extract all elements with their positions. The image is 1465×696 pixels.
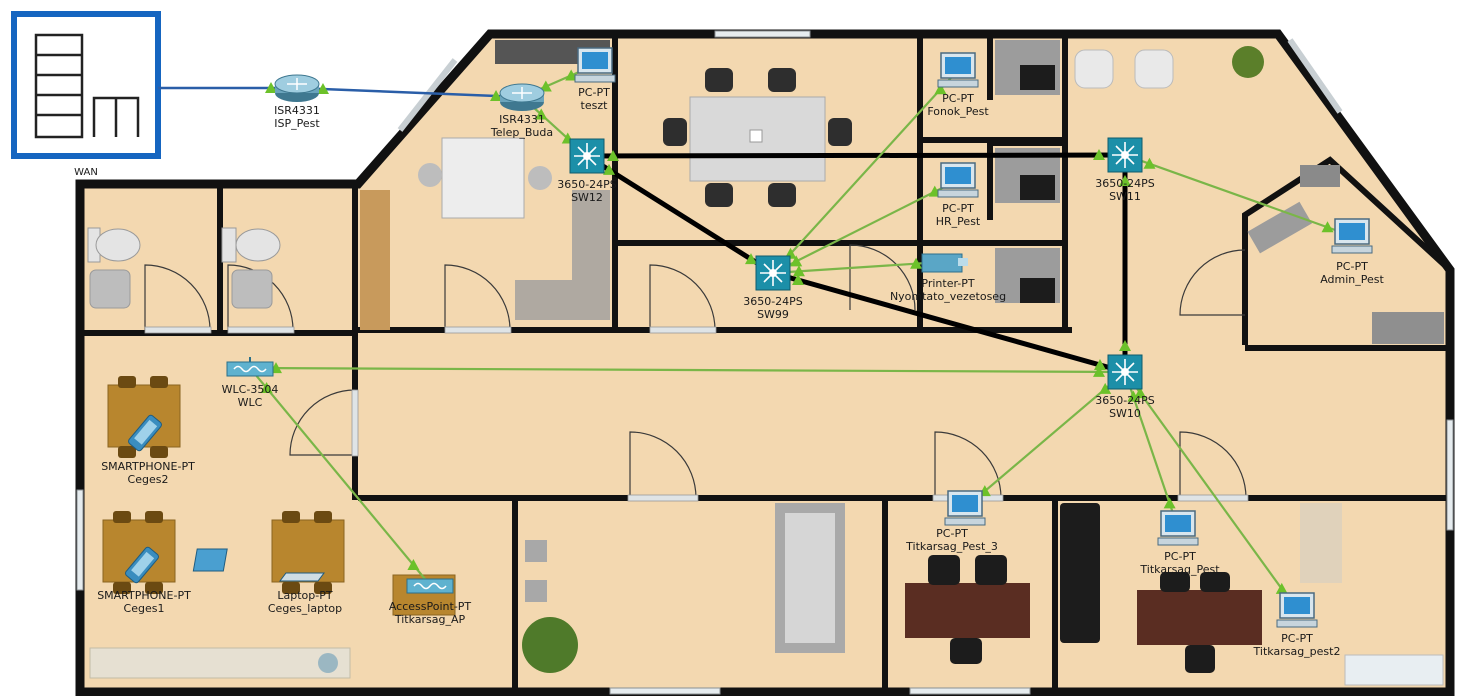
device-model-label: AccessPoint-PT <box>389 600 472 613</box>
device-name-label: SW10 <box>1109 407 1141 420</box>
device-name-label: Titkarsag_Pest <box>1139 563 1220 576</box>
pc-icon <box>945 491 985 525</box>
pc-icon <box>938 53 978 87</box>
wan-label: WAN <box>74 167 98 178</box>
device-isp[interactable]: ISR4331ISP_Pest <box>274 75 320 130</box>
device-name-label: Titkarsag_AP <box>394 613 466 626</box>
link-sw12-sw11[interactable] <box>587 155 1125 156</box>
device-model-label: 3650-24PS <box>1095 177 1155 190</box>
device-model-label: SMARTPHONE-PT <box>101 460 195 473</box>
device-model-label: PC-PT <box>942 92 974 105</box>
pc-icon <box>938 163 978 197</box>
router-icon <box>500 84 544 111</box>
device-name-label: HR_Pest <box>936 215 981 228</box>
device-model-label: Printer-PT <box>921 277 974 290</box>
device-name-label: Titkarsag_Pest_3 <box>905 540 998 553</box>
switch-icon <box>1108 355 1142 389</box>
device-model-label: ISR4331 <box>499 113 545 126</box>
device-model-label: PC-PT <box>936 527 968 540</box>
switch-icon <box>570 139 604 173</box>
pc-icon <box>1332 219 1372 253</box>
device-model-label: 3650-24PS <box>557 178 617 191</box>
device-model-label: 3650-24PS <box>1095 394 1155 407</box>
device-model-label: Laptop-PT <box>277 589 332 602</box>
switch-icon <box>1108 138 1142 172</box>
device-name-label: Nyomtato_vezetoseg <box>890 290 1006 303</box>
device-model-label: ISR4331 <box>274 104 320 117</box>
device-name-label: Ceges_laptop <box>268 602 342 615</box>
printer-icon <box>922 254 968 272</box>
device-model-label: PC-PT <box>578 86 610 99</box>
device-name-label: SW99 <box>757 308 789 321</box>
device-name-label: SW12 <box>571 191 603 204</box>
device-name-label: ISP_Pest <box>274 117 320 130</box>
device-model-label: WLC-3504 <box>222 383 279 396</box>
device-hr[interactable]: PC-PTHR_Pest <box>936 163 981 228</box>
device-model-label: PC-PT <box>1281 632 1313 645</box>
device-model-label: SMARTPHONE-PT <box>97 589 191 602</box>
ap-icon <box>407 579 453 593</box>
pc-icon <box>1158 511 1198 545</box>
device-model-label: PC-PT <box>1336 260 1368 273</box>
device-name-label: teszt <box>581 99 609 112</box>
device-name-label: Admin_Pest <box>1320 273 1384 286</box>
wan-node[interactable]: WAN <box>14 14 158 178</box>
device-model-label: 3650-24PS <box>743 295 803 308</box>
device-name-label: Ceges1 <box>124 602 165 615</box>
device-model-label: PC-PT <box>1164 550 1196 563</box>
device-name-label: SW11 <box>1109 190 1141 203</box>
router-icon <box>275 75 319 102</box>
device-name-label: Telep_Buda <box>490 126 553 139</box>
pc-icon <box>575 48 615 82</box>
device-name-label: WLC <box>238 396 263 409</box>
device-name-label: Fonok_Pest <box>927 105 989 118</box>
pc-icon <box>1277 593 1317 627</box>
device-name-label: Ceges2 <box>128 473 169 486</box>
switch-icon <box>756 256 790 290</box>
device-model-label: PC-PT <box>942 202 974 215</box>
device-name-label: Titkarsag_pest2 <box>1253 645 1341 658</box>
